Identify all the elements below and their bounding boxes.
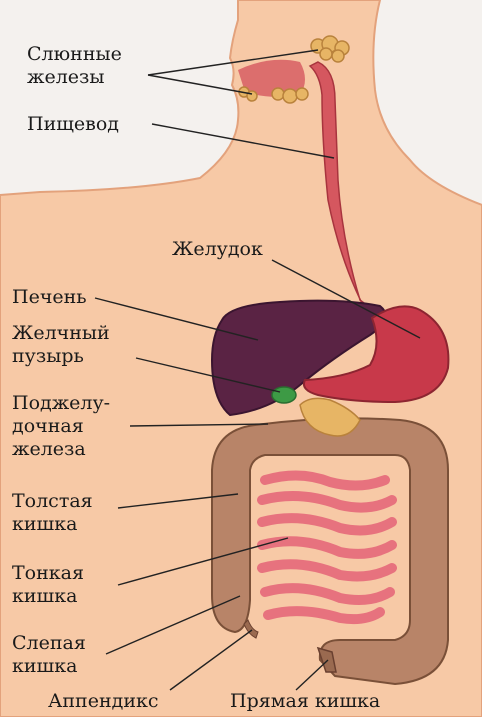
- label-large-intestine: Толстая кишка: [12, 490, 93, 536]
- label-gallbladder: Желчный пузырь: [12, 322, 110, 368]
- gallbladder: [272, 387, 296, 403]
- label-esophagus: Пищевод: [27, 113, 119, 136]
- label-salivary-glands: Слюнные железы: [27, 43, 122, 89]
- label-stomach: Желудок: [172, 238, 263, 261]
- label-small-intestine: Тонкая кишка: [12, 562, 84, 608]
- label-rectum: Прямая кишка: [230, 690, 380, 713]
- label-cecum: Слепая кишка: [12, 632, 86, 678]
- label-liver: Печень: [12, 286, 87, 309]
- label-pancreas: Поджелу- дочная железа: [12, 392, 110, 461]
- label-appendix: Аппендикс: [48, 690, 159, 713]
